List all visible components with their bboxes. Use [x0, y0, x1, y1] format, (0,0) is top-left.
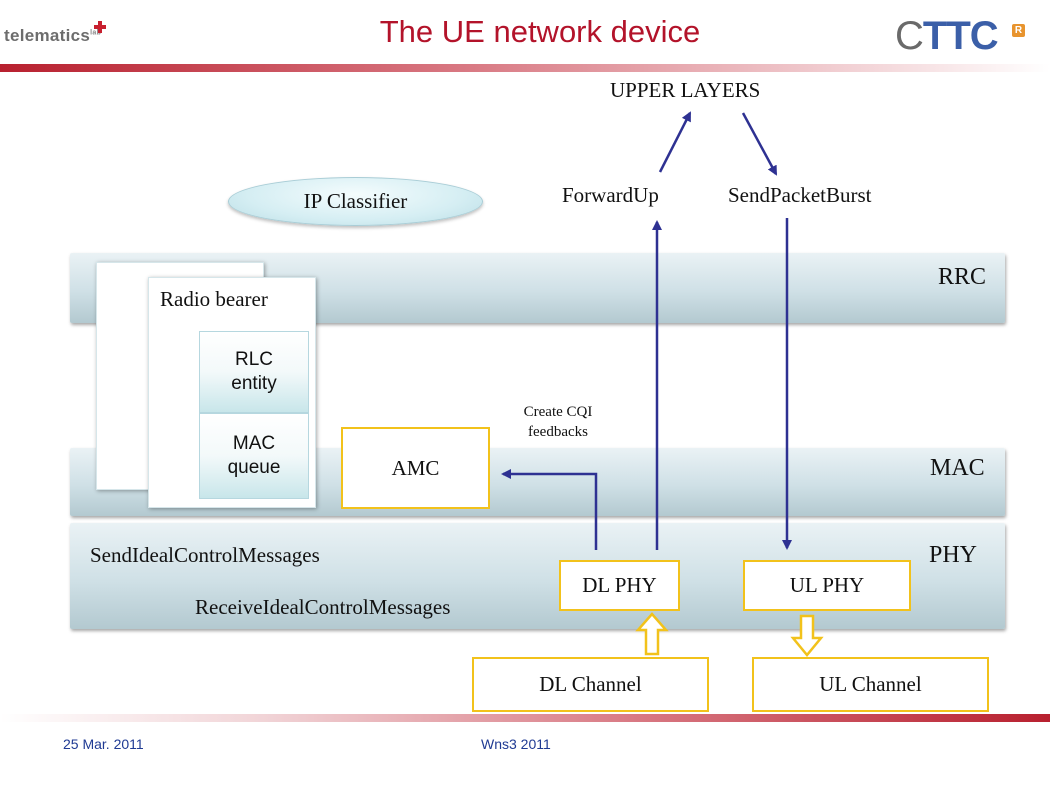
logo-cross-icon — [94, 21, 106, 33]
page-title: The UE network device — [379, 14, 701, 49]
dl-channel-to-dl-phy-arrow — [635, 612, 669, 656]
send-packet-burst-label: SendPacketBurst — [728, 183, 872, 207]
header-divider — [0, 64, 1050, 72]
upper-layers-label: UPPER LAYERS — [610, 78, 761, 102]
forward-up-to-upper-arrow — [658, 111, 692, 173]
footer-date: 25 Mar. 2011 — [63, 736, 144, 752]
phy-label: PHY — [929, 542, 978, 568]
cttc-logo: CTTC — [895, 14, 999, 58]
ul-phy-box: UL PHY — [743, 560, 911, 611]
dl-phy-box: DL PHY — [559, 560, 680, 611]
ul-channel-box: UL Channel — [752, 657, 989, 712]
rrc-label: RRC — [938, 264, 987, 290]
mac-label: MAC — [930, 455, 985, 481]
footer-event: Wns3 2011 — [481, 736, 551, 752]
radio-bearer-title: Radio bearer — [160, 287, 268, 311]
telematics-logo: telematicslab — [4, 26, 102, 45]
footer-divider — [0, 714, 1050, 722]
receive-ideal-control-messages: ReceiveIdealControlMessages — [195, 595, 451, 619]
send-ideal-control-messages: SendIdealControlMessages — [90, 543, 320, 567]
ip-classifier: IP Classifier — [228, 177, 483, 226]
forward-up-label: ForwardUp — [562, 183, 659, 207]
dl-channel-box: DL Channel — [472, 657, 709, 712]
cttc-logo-badge: R — [1012, 24, 1025, 37]
ul-phy-to-ul-channel-arrow — [790, 614, 824, 657]
dl-phy-to-amc-arrow — [501, 469, 598, 550]
upper-to-send-packet-burst-arrow — [741, 112, 778, 176]
amc-box: AMC — [341, 427, 490, 509]
